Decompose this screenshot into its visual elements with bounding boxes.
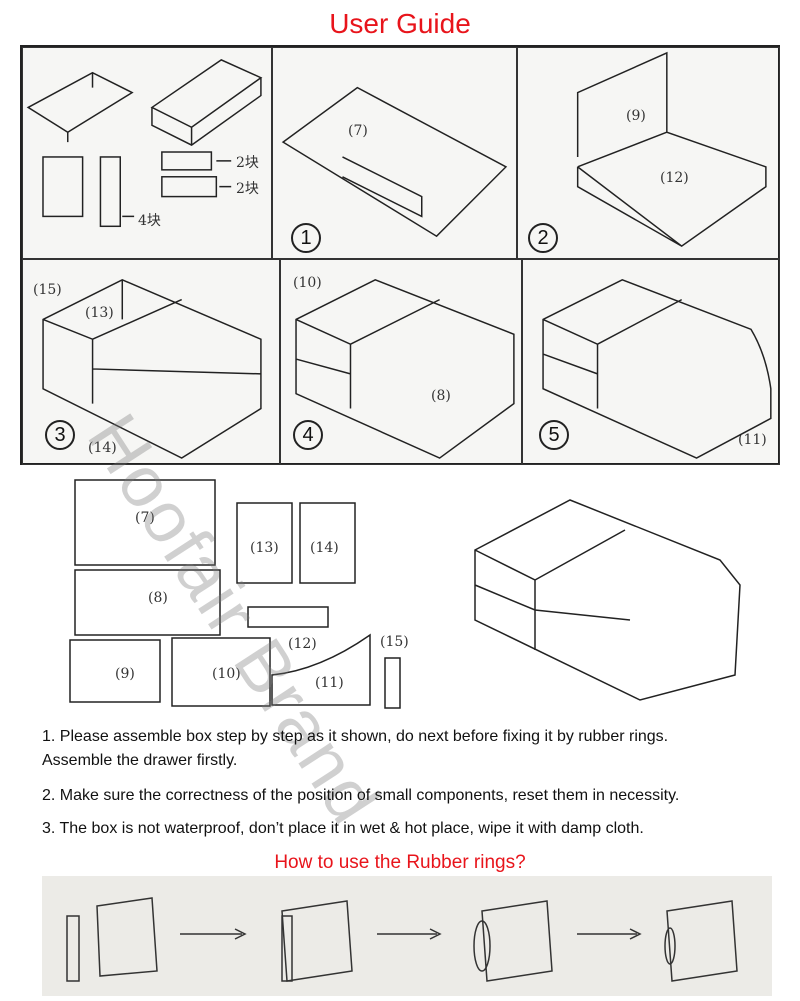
instruction-2: 2. Make sure the correctness of the posi… bbox=[42, 787, 680, 804]
step-number: 1 bbox=[291, 223, 321, 253]
part-label: (7) bbox=[135, 510, 155, 526]
assembly-steps-grid: 2块 2块 4块 (7) 1 (9) (12) 2 (15) (13) (14)… bbox=[20, 45, 780, 465]
part-label: (14) bbox=[88, 440, 117, 456]
page-title: User Guide bbox=[329, 8, 471, 39]
quantity-label: 4块 bbox=[138, 213, 161, 229]
step-number: 3 bbox=[45, 420, 75, 450]
drawer-parts-panel: 2块 2块 4块 bbox=[22, 47, 272, 259]
step-3-panel: (15) (13) (14) 3 bbox=[22, 259, 280, 465]
rubber-ring-diagram bbox=[66, 897, 738, 982]
part-label: (15) bbox=[380, 634, 409, 650]
parts-overview: (7) (8) (9) (10) (11) (12) (13) (14) (15… bbox=[60, 470, 760, 715]
part-label: (7) bbox=[348, 123, 368, 139]
part-label: (11) bbox=[315, 675, 344, 691]
drawer-diagram bbox=[26, 59, 263, 228]
instruction-1: 1. Please assemble box step by step as i… bbox=[42, 728, 669, 745]
part-label: (14) bbox=[310, 540, 339, 556]
quantity-label: 2块 bbox=[236, 181, 259, 197]
step-2-panel: (9) (12) 2 bbox=[517, 47, 780, 259]
step-5-panel: (11) 5 bbox=[522, 259, 780, 465]
part-label: (9) bbox=[626, 108, 646, 124]
part-label: (13) bbox=[250, 540, 279, 556]
step-4-panel: (10) (8) 4 bbox=[280, 259, 522, 465]
part-label: (12) bbox=[660, 170, 689, 186]
part-label: (13) bbox=[85, 305, 114, 321]
rubber-rings-heading: How to use the Rubber rings? bbox=[274, 852, 526, 873]
quantity-label: 2块 bbox=[236, 155, 259, 171]
part-label: (15) bbox=[33, 282, 62, 298]
step-1-panel: (7) 1 bbox=[272, 47, 517, 259]
part-label: (11) bbox=[738, 432, 767, 448]
part-label: (8) bbox=[431, 388, 451, 404]
step-number: 5 bbox=[539, 420, 569, 450]
part-label: (10) bbox=[293, 275, 322, 291]
parts-diagram bbox=[69, 479, 741, 709]
part-label: (12) bbox=[288, 636, 317, 652]
instruction-3: 3. The box is not waterproof, don’t plac… bbox=[42, 820, 644, 837]
step-number: 4 bbox=[293, 420, 323, 450]
step-number: 2 bbox=[528, 223, 558, 253]
part-label: (8) bbox=[148, 590, 168, 606]
rubber-ring-steps bbox=[42, 876, 772, 996]
part-label: (9) bbox=[115, 666, 135, 682]
instruction-1-cont: Assemble the drawer firstly. bbox=[42, 752, 238, 769]
part-label: (10) bbox=[212, 666, 241, 682]
